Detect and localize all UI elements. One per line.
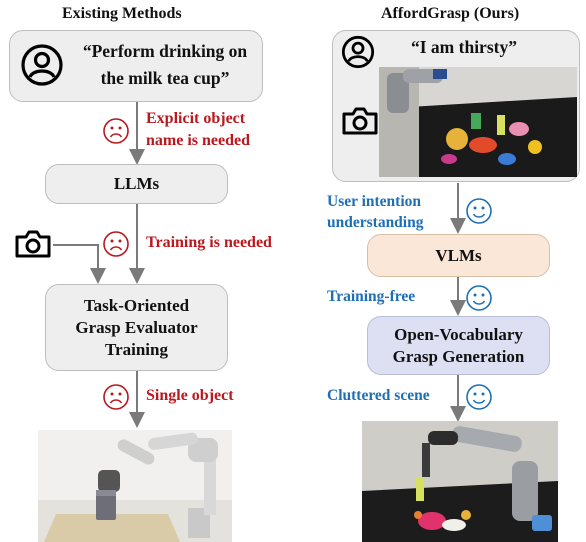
cluttered-scene-photo	[379, 67, 577, 177]
camera-icon	[14, 228, 52, 260]
issue-object-name: Explicit object name is needed	[146, 108, 250, 152]
issue-single-object: Single object	[146, 387, 234, 404]
benefit-user-intention-line1: User intention	[327, 193, 422, 210]
vlm-box: VLMs	[367, 234, 550, 277]
benefit-cluttered-scene: Cluttered scene	[327, 387, 430, 404]
grasp-generation-box: Open-Vocabulary Grasp Generation	[367, 316, 550, 375]
single-object-grasp-photo	[38, 430, 232, 542]
benefit-training-free: Training-free	[327, 288, 416, 305]
grasp-generation-line2: Grasp Generation	[392, 346, 525, 366]
llm-box: LLMs	[45, 164, 228, 204]
left-title: Existing Methods	[62, 5, 182, 22]
llm-label: LLMs	[113, 174, 160, 193]
benefit-user-intention-line2: understanding	[327, 214, 424, 231]
user-icon	[341, 35, 375, 69]
issue-object-name-line2: name is needed	[146, 132, 250, 149]
sad-face-icon	[102, 230, 130, 258]
evaluator-box: Task-Oriented Grasp Evaluator Training	[45, 284, 228, 371]
sad-face-icon	[102, 383, 130, 411]
happy-face-icon	[465, 197, 493, 225]
left-prompt-box: “Perform drinking on the milk tea cup”	[9, 30, 263, 102]
evaluator-line3: Training	[105, 339, 168, 359]
happy-face-icon	[465, 383, 493, 411]
issue-object-name-line1: Explicit object	[146, 110, 246, 127]
right-prompt-box: “I am thirsty”	[332, 30, 580, 182]
camera-icon	[341, 105, 379, 137]
evaluator-line1: Task-Oriented	[83, 295, 190, 315]
arrow-camera-to-evaluator	[53, 244, 106, 284]
cluttered-grasp-photo	[362, 421, 558, 542]
evaluator-line2: Grasp Evaluator	[75, 317, 198, 337]
sad-face-icon	[102, 117, 130, 145]
grasp-generation-line1: Open-Vocabulary	[394, 324, 523, 344]
left-prompt-line1: “Perform drinking on	[82, 41, 248, 61]
issue-training: Training is needed	[146, 234, 272, 251]
left-prompt-line2: the milk tea cup”	[100, 68, 230, 88]
vlm-label: VLMs	[435, 245, 482, 265]
left-prompt-text: “Perform drinking on the milk tea cup”	[68, 38, 262, 92]
right-title: AffordGrasp (Ours)	[381, 5, 520, 22]
benefit-user-intention: User intention understanding	[327, 191, 423, 233]
user-icon	[20, 43, 64, 87]
happy-face-icon	[465, 284, 493, 312]
right-prompt-text: “I am thirsty”	[411, 37, 517, 57]
